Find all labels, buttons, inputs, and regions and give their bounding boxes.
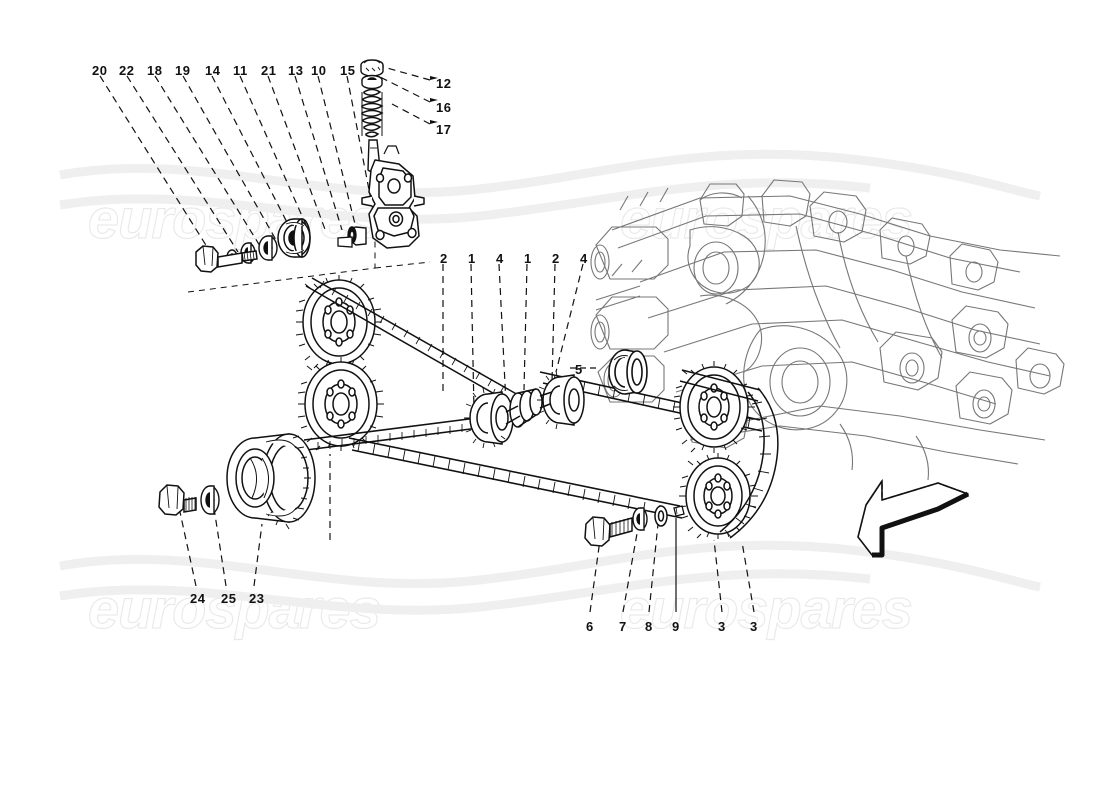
right-timing-belt [679,369,779,539]
crank-pulley-washer [200,485,220,515]
callout-15: 15 [340,63,356,78]
leader-arrowheads [430,76,438,124]
callout-12: 12 [436,76,452,91]
leader-lines-middle [442,263,600,411]
callout-13: 13 [288,63,304,78]
callout-7: 7 [619,619,627,634]
callout-10: 10 [311,63,327,78]
callout-mid-4b: 4 [580,251,588,266]
parts-tray-boundary [187,226,431,293]
leader-lines-topright [377,65,431,125]
leader-lines-bottomright [589,518,755,613]
tensioner-spring [361,88,384,138]
engine-block-ghost [590,179,1065,481]
idler-pulley [277,218,311,258]
bearing-ring [608,349,648,395]
callout-3b: 3 [750,619,758,634]
callout-3a: 3 [718,619,726,634]
callout-18: 18 [147,63,163,78]
callout-20: 20 [92,63,108,78]
leader-lines-bottomleft [179,454,331,587]
tensioner-pin [337,236,353,248]
bottom-bolt [584,516,633,547]
bottom-washer [654,505,668,527]
callout-mid-1b: 1 [524,251,532,266]
callout-mid-2a: 2 [440,251,448,266]
left-camshaft-pulley-lower [297,357,384,451]
callout-8: 8 [645,619,653,634]
central-jackshaft-assembly [464,370,585,449]
crank-pulley-bolt [158,484,197,516]
crankshaft-pulley [226,433,316,530]
direction-arrow [857,478,970,558]
callout-16: 16 [436,100,452,115]
right-camshaft-pulley-upper [673,361,755,453]
callout-mid-4a: 4 [496,251,504,266]
callout-21: 21 [261,63,277,78]
leader-lines-top [99,75,377,259]
tensioner-nut-spring-assembly [360,59,384,90]
callout-6: 6 [586,619,594,634]
callout-11: 11 [233,63,248,78]
bottom-spacer [632,507,648,531]
callout-24: 24 [190,591,206,606]
callout-mid-1a: 1 [468,251,476,266]
left-camshaft-pulley-upper [295,275,382,369]
belt-tensioner-bracket [361,145,425,249]
callout-14: 14 [205,63,221,78]
bottom-small-clip [673,505,685,517]
callout-17: 17 [436,122,452,137]
callout-mid-2b: 2 [552,251,560,266]
callout-19: 19 [175,63,191,78]
callout-9: 9 [672,619,680,634]
callout-23: 23 [249,591,265,606]
hex-bolt-left [195,245,258,273]
callout-5: 5 [575,362,583,377]
right-camshaft-pulley-lower [679,453,758,539]
callout-25: 25 [221,591,237,606]
callout-22: 22 [119,63,135,78]
